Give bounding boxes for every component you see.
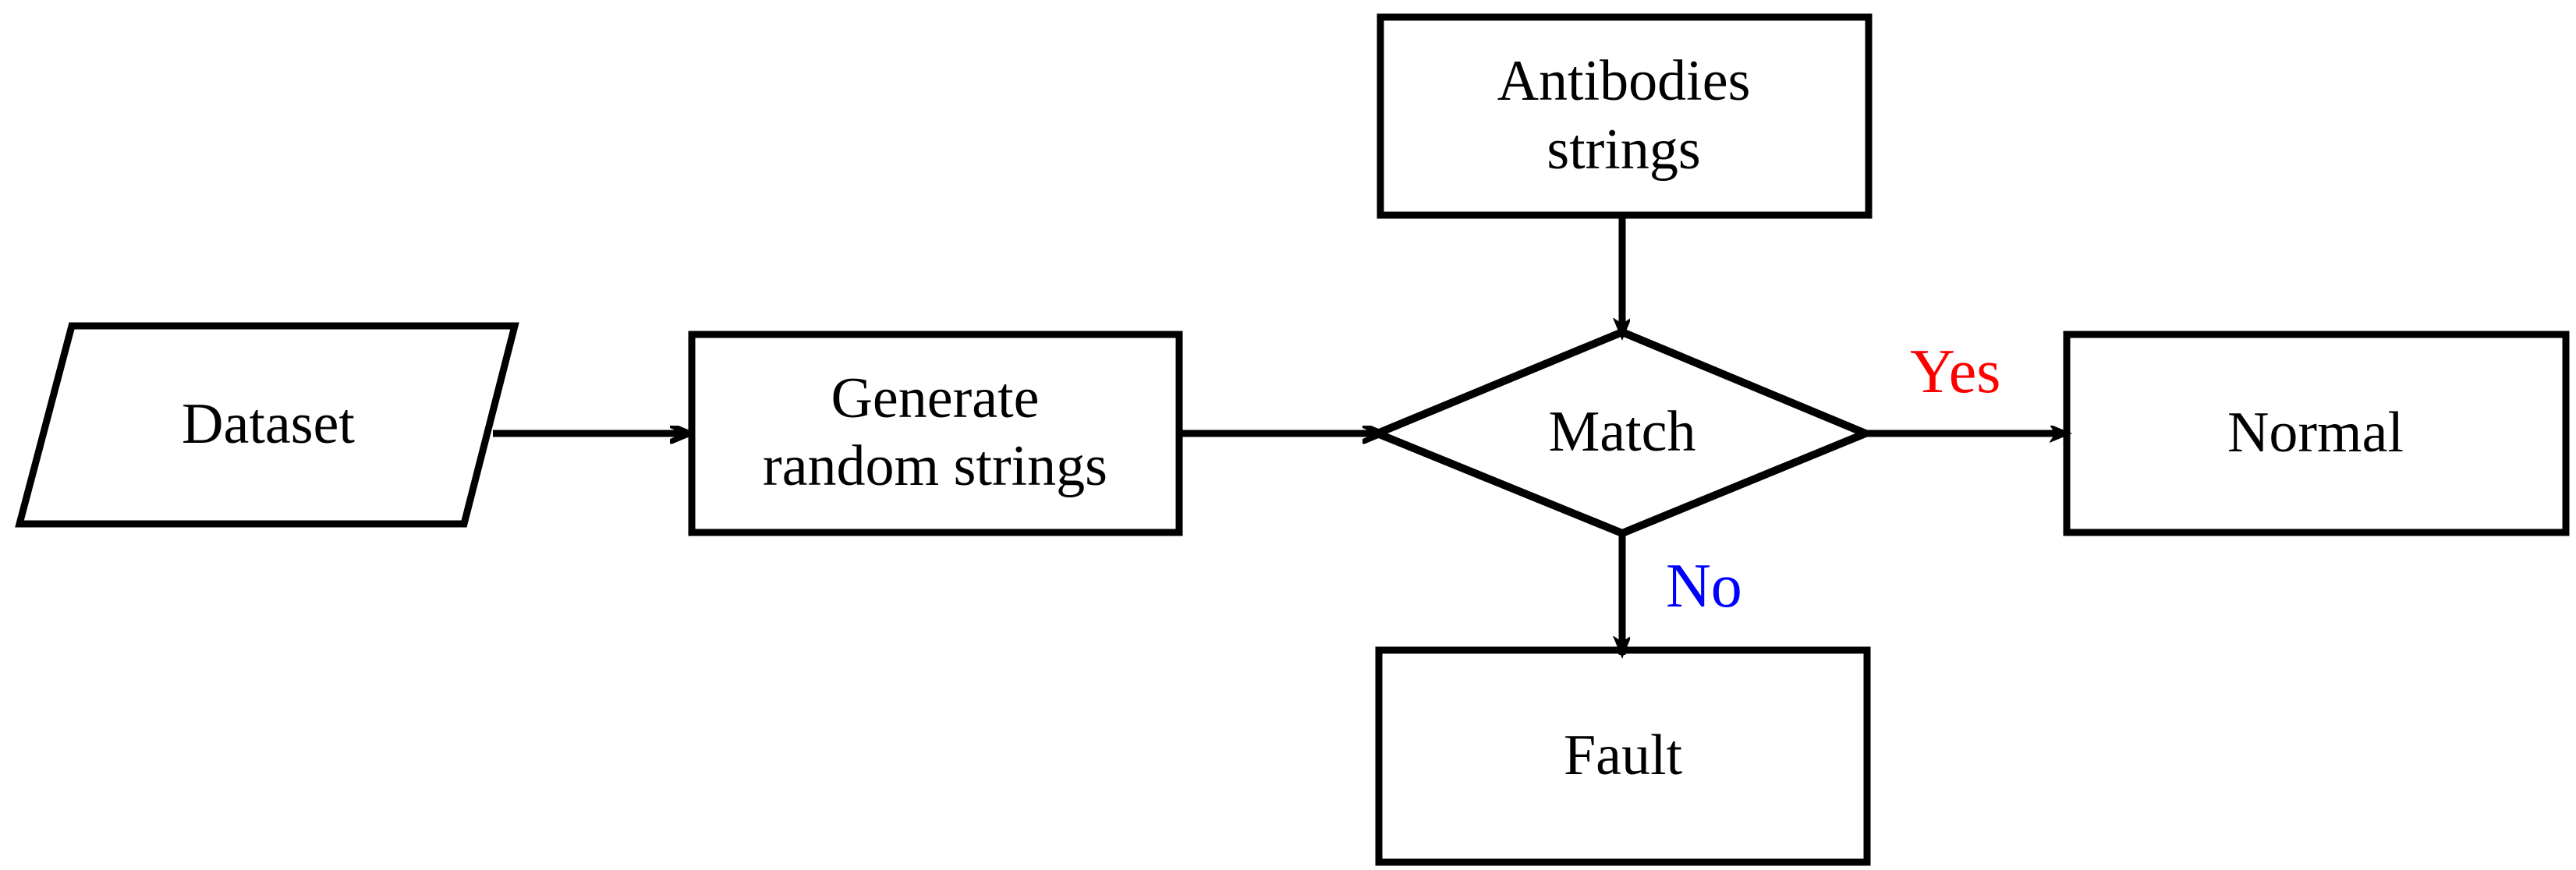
node-dataset[interactable] bbox=[19, 324, 517, 525]
node-fault[interactable] bbox=[1376, 647, 1870, 865]
node-shape-dataset bbox=[15, 322, 519, 528]
node-match-decision[interactable] bbox=[1374, 330, 1870, 536]
node-shape-antibodies bbox=[1377, 13, 1873, 219]
node-antibodies-strings[interactable] bbox=[1377, 15, 1870, 217]
edge-label-no: No bbox=[1666, 552, 1742, 621]
node-shape-generate bbox=[688, 331, 1183, 536]
node-normal[interactable] bbox=[2064, 332, 2567, 534]
edge-label-yes: Yes bbox=[1910, 338, 2001, 406]
node-generate-random-strings[interactable] bbox=[689, 332, 1182, 533]
